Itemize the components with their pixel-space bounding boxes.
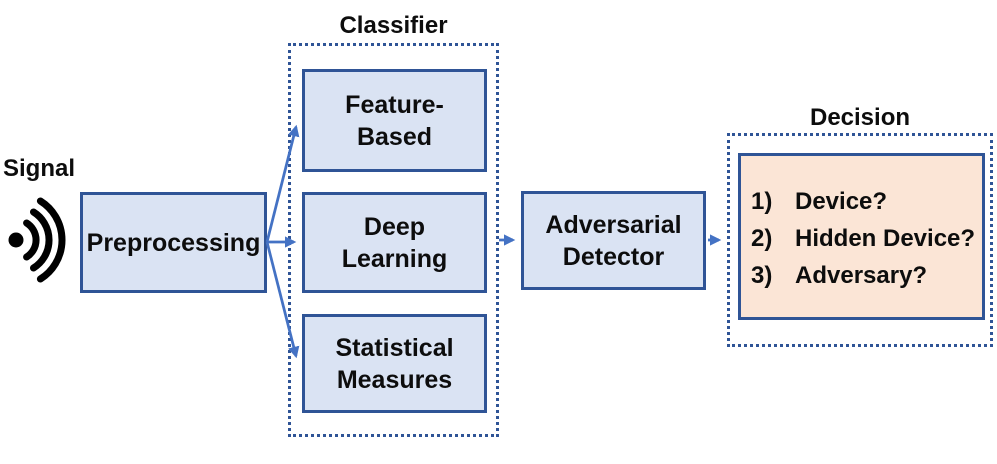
decision-item-1-text: Device?: [795, 188, 888, 215]
decision-item-hidden-device: 2) Hidden Device?: [751, 220, 976, 257]
decision-item-2-number: 2): [751, 225, 773, 252]
signal-waves-icon: [8, 197, 66, 283]
classifier-title: Classifier: [339, 12, 448, 39]
signal-dot: [8, 232, 24, 248]
adversarial-detector-box: Adversarial Detector: [521, 191, 706, 290]
decision-item-3-number: 3): [751, 262, 773, 289]
preprocessing-box: Preprocessing: [80, 192, 267, 293]
decision-item-1-number: 1): [751, 188, 773, 215]
decision-group: [727, 133, 993, 347]
adversarial-detector-line2: Detector: [562, 242, 665, 271]
feature-based-line2: Based: [356, 122, 433, 151]
deep-learning-line2: Learning: [341, 244, 448, 273]
adversarial-detector-line1: Adversarial: [545, 210, 682, 239]
statistical-measures-line2: Measures: [336, 365, 453, 394]
preprocessing-label: Preprocessing: [86, 228, 261, 257]
statistical-measures-line1: Statistical: [335, 333, 454, 362]
classifier-box-deep-learning: Deep Learning: [302, 192, 487, 293]
classifier-box-feature-based: Feature- Based: [302, 69, 487, 172]
decision-item-device: 1) Device?: [751, 183, 976, 220]
signal-label: Signal: [2, 155, 75, 182]
decision-title: Decision: [809, 104, 911, 131]
deep-learning-line1: Deep: [363, 212, 426, 241]
decision-item-2-text: Hidden Device?: [795, 225, 976, 252]
classifier-box-statistical-measures: Statistical Measures: [302, 314, 487, 413]
decision-box: 1) Device? 2) Hidden Device? 3) Adversar…: [738, 153, 985, 320]
decision-item-3-text: Adversary?: [795, 262, 928, 289]
signal-wave-inner: [23, 219, 40, 261]
decision-item-adversary: 3) Adversary?: [751, 257, 976, 294]
feature-based-line1: Feature-: [345, 90, 444, 119]
signal-wave-middle: [30, 208, 53, 272]
signal-wave-outer: [36, 197, 66, 283]
